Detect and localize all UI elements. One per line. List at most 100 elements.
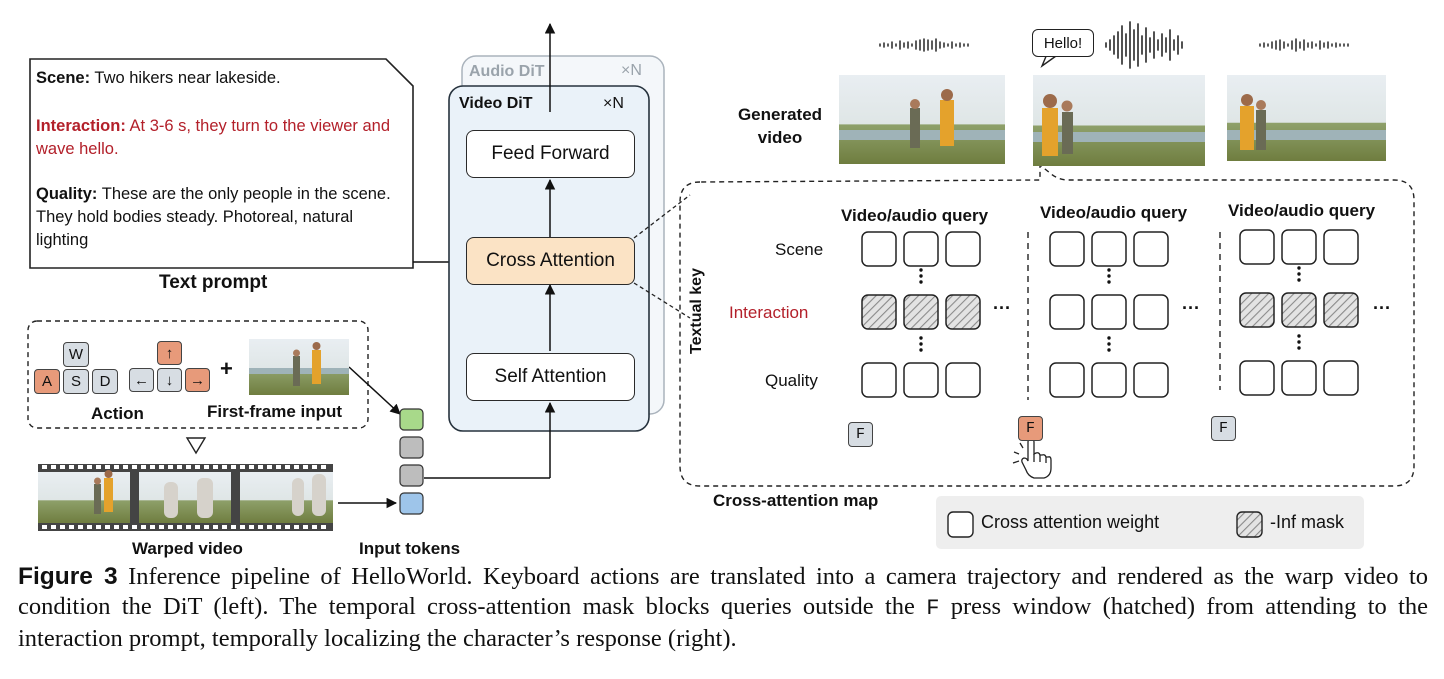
audio-waveform: [1105, 21, 1183, 69]
attention-weight-cell: [903, 231, 939, 267]
d-key-icon: D: [92, 369, 118, 394]
attention-weight-cell: [861, 362, 897, 398]
click-indicator-icon: [1012, 442, 1024, 464]
film-perforation: [258, 465, 263, 469]
video-dit-label: Video DiT: [459, 95, 533, 112]
figure-caption: Figure 3 Inference pipeline of HelloWorl…: [18, 562, 1428, 654]
f-key-pressed-icon: F: [1018, 416, 1043, 441]
film-perforation: [60, 525, 65, 529]
vertical-ellipsis-dot: [1297, 340, 1301, 344]
speech-bubble: Hello!: [1032, 29, 1094, 57]
query-label-1: Video/audio query: [841, 206, 989, 225]
film-perforation: [177, 465, 182, 469]
film-perforation: [123, 465, 128, 469]
warped-video-filmstrip: [38, 464, 333, 531]
attention-weight-cell: [1049, 294, 1085, 330]
attention-weight-cell: [1049, 362, 1085, 398]
interaction-text: At 3-6 s, they turn to the viewer and wa…: [36, 117, 391, 158]
film-perforation: [285, 525, 290, 529]
film-perforation: [168, 525, 173, 529]
f-key-icon: F: [848, 422, 873, 447]
attention-weight-cell: [861, 231, 897, 267]
masked-attention-cell: [945, 294, 981, 330]
arrow-left-key-icon: ←: [129, 368, 154, 392]
hand-cursor-icon: [1021, 438, 1052, 479]
film-perforation: [78, 525, 83, 529]
vertical-ellipsis-dot: [919, 274, 923, 278]
film-perforation: [114, 465, 119, 469]
film-perforation: [60, 465, 65, 469]
ellipsis: ···: [1182, 298, 1200, 318]
legend-mask-swatch: [1236, 511, 1263, 538]
film-perforation: [69, 465, 74, 469]
film-perforation: [222, 465, 227, 469]
film-perforation: [321, 525, 326, 529]
film-perforation: [114, 525, 119, 529]
film-perforation: [141, 465, 146, 469]
a-key-icon: A: [34, 369, 60, 394]
film-perforation: [87, 465, 92, 469]
generated-video-label: Generated video: [737, 105, 823, 147]
film-perforation: [294, 465, 299, 469]
film-perforation: [267, 465, 272, 469]
scene-prompt: Scene: Two hikers near lakeside.: [36, 67, 406, 90]
film-perforation: [141, 525, 146, 529]
attention-weight-cell: [1281, 360, 1317, 396]
vertical-ellipsis-dot: [1297, 346, 1301, 350]
legend-weight-swatch: [947, 511, 974, 538]
row-label-quality: Quality: [765, 371, 818, 390]
row-label-scene: Scene: [775, 240, 824, 259]
attention-weight-cell: [1049, 231, 1085, 267]
cross-attention-block: Cross Attention: [466, 237, 635, 285]
first-frame-label: First-frame input: [207, 402, 343, 421]
text-prompt-title: Text prompt: [159, 272, 268, 293]
generated-video-frame-2: [1033, 75, 1205, 166]
audio-waveform: [879, 38, 969, 52]
ellipsis: ···: [993, 298, 1011, 318]
attention-weight-cell: [1239, 360, 1275, 396]
query-label-3: Video/audio query: [1228, 201, 1376, 220]
text-prompt-box: [29, 58, 414, 269]
vertical-ellipsis-dot: [919, 336, 923, 340]
vertical-ellipsis-dot: [1107, 274, 1111, 278]
arrow-right-key-icon: →: [185, 368, 210, 392]
quality-prompt: Quality: These are the only people in th…: [36, 183, 406, 252]
cross-attention-map-label: Cross-attention map: [713, 491, 879, 510]
s-key-icon: S: [63, 369, 89, 394]
film-perforation: [132, 525, 137, 529]
generated-video-frame-3: [1227, 75, 1386, 161]
attention-weight-cell: [1133, 231, 1169, 267]
plus-sign: +: [220, 356, 233, 381]
vertical-ellipsis-dot: [919, 268, 923, 272]
film-perforation: [123, 525, 128, 529]
film-perforation: [312, 525, 317, 529]
quality-text: These are the only people in the scene. …: [36, 185, 391, 249]
interaction-prompt: Interaction: At 3-6 s, they turn to the …: [36, 115, 406, 161]
first-frame-image: [249, 339, 349, 395]
film-perforation: [105, 525, 110, 529]
film-perforation: [231, 525, 236, 529]
film-perforation: [87, 525, 92, 529]
scene-text: Two hikers near lakeside.: [94, 69, 281, 87]
masked-attention-cell: [903, 294, 939, 330]
film-perforation: [78, 465, 83, 469]
scene-label: Scene:: [36, 69, 91, 87]
film-perforation: [42, 525, 47, 529]
film-perforation: [249, 525, 254, 529]
film-perforation: [177, 525, 182, 529]
warped-video-label: Warped video: [132, 539, 243, 558]
film-perforation: [186, 465, 191, 469]
film-perforation: [285, 465, 290, 469]
film-perforation: [294, 525, 299, 529]
textual-key-label: Textual key: [687, 268, 705, 354]
input-token: [399, 464, 424, 487]
feed-forward-block: Feed Forward: [466, 130, 635, 178]
caption-mono: F: [926, 596, 940, 621]
interaction-label: Interaction:: [36, 117, 126, 135]
f-key-icon: F: [1211, 416, 1236, 441]
action-box: [27, 320, 369, 429]
film-perforation: [159, 525, 164, 529]
attention-weight-cell: [945, 362, 981, 398]
attention-weight-cell: [1091, 231, 1127, 267]
film-perforation: [150, 525, 155, 529]
